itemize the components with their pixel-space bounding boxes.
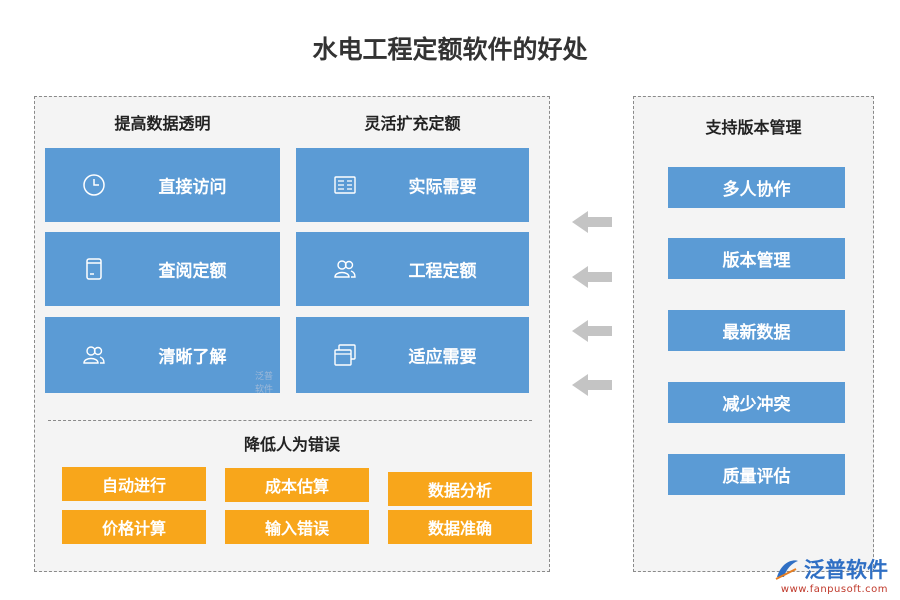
tag-auto-run: 自动进行 bbox=[62, 467, 206, 501]
form-icon bbox=[334, 176, 356, 194]
logo-name: 泛普软件 bbox=[804, 558, 888, 582]
bottom-heading: 降低人为错误 bbox=[243, 435, 340, 454]
item-latest-data: 最新数据 bbox=[668, 310, 845, 351]
clock-icon bbox=[83, 174, 105, 196]
card-label: 查阅定额 bbox=[158, 261, 227, 282]
left-arrow-icon bbox=[572, 320, 612, 342]
card-review-quota: 查阅定额 bbox=[45, 232, 280, 306]
right-heading: 支持版本管理 bbox=[705, 118, 802, 137]
tag-price-calc: 价格计算 bbox=[62, 510, 206, 544]
page-title: 水电工程定额软件的好处 bbox=[312, 35, 588, 64]
card-engineering-quota: 工程定额 bbox=[296, 232, 529, 306]
logo-url: www.fanpusoft.com bbox=[780, 584, 888, 595]
card-label: 工程定额 bbox=[408, 261, 477, 282]
left-arrow-icon bbox=[572, 374, 612, 396]
tag-data-accuracy: 数据准确 bbox=[388, 510, 532, 544]
watermark: 泛普软件 bbox=[255, 372, 274, 395]
tag-cost-estimate: 成本估算 bbox=[225, 468, 369, 502]
left-arrow-icon bbox=[572, 211, 612, 233]
card-label: 直接访问 bbox=[158, 177, 227, 198]
users-icon bbox=[83, 346, 105, 364]
card-clear-understanding: 清晰了解 泛普软件 bbox=[45, 317, 280, 395]
col2-heading: 灵活扩充定额 bbox=[364, 114, 461, 133]
card-adapt-needs: 适应需要 bbox=[296, 317, 529, 393]
tag-data-analysis: 数据分析 bbox=[388, 472, 532, 506]
item-version-mgmt: 版本管理 bbox=[668, 238, 845, 279]
windows-icon bbox=[334, 344, 356, 366]
document-icon bbox=[86, 258, 102, 280]
panel-divider bbox=[48, 420, 532, 421]
card-direct-access: 直接访问 bbox=[45, 148, 280, 222]
users-icon bbox=[334, 260, 356, 278]
col1-heading: 提高数据透明 bbox=[114, 114, 211, 133]
item-multi-collab: 多人协作 bbox=[668, 167, 845, 208]
logo-icon bbox=[775, 560, 798, 580]
card-actual-needs: 实际需要 bbox=[296, 148, 529, 222]
card-label: 实际需要 bbox=[408, 177, 477, 198]
item-reduce-conflict: 减少冲突 bbox=[668, 382, 845, 423]
left-arrow-icon bbox=[572, 266, 612, 288]
card-label: 清晰了解 bbox=[158, 347, 227, 368]
brand-logo: 泛普软件 www.fanpusoft.com bbox=[774, 554, 888, 595]
item-quality-eval: 质量评估 bbox=[668, 454, 845, 495]
tag-input-error: 输入错误 bbox=[225, 510, 369, 544]
card-label: 适应需要 bbox=[408, 347, 477, 368]
